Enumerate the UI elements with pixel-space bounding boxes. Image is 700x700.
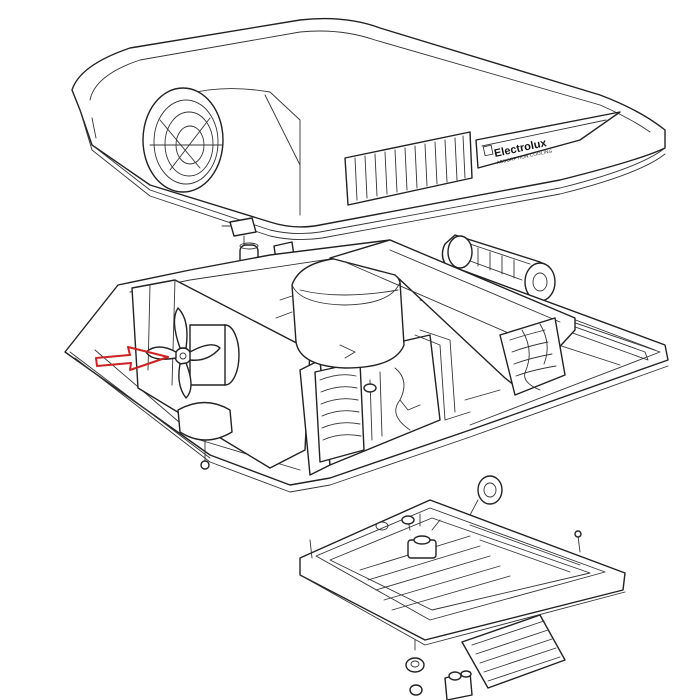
condenser-grille-slots xyxy=(354,135,466,201)
intake-fan-grille xyxy=(142,87,224,193)
louvre-grille xyxy=(461,614,566,689)
condenser-frame xyxy=(329,239,576,396)
drain-cup xyxy=(177,401,233,470)
shroud-cover: Electrolux ABSORPTION COOLING xyxy=(71,17,666,241)
relay-part xyxy=(221,217,257,249)
control-knob-left xyxy=(405,639,425,696)
refrigerant-tubing xyxy=(399,329,501,421)
evaporator-coil xyxy=(314,361,411,463)
control-knob-right xyxy=(444,670,473,700)
highlight-arrow xyxy=(95,346,169,371)
evaporator-fan xyxy=(145,307,240,399)
arrow-right-icon xyxy=(95,346,169,371)
compressor xyxy=(275,257,405,393)
ceiling-assembly xyxy=(299,475,626,646)
